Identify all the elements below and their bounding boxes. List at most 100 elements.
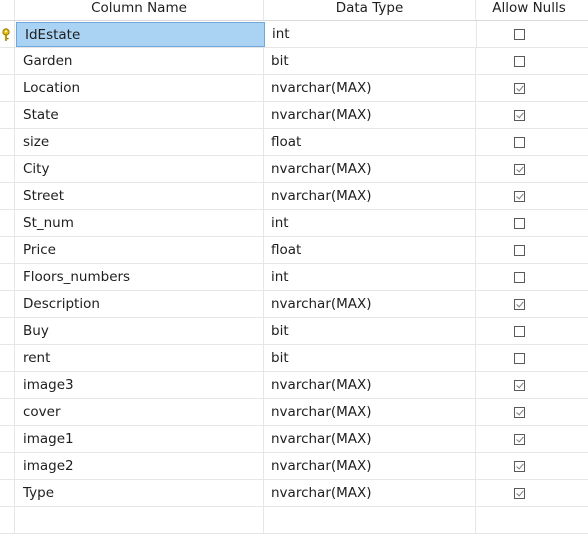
data-type-cell[interactable]: nvarchar(MAX) xyxy=(264,453,476,479)
row-selector[interactable] xyxy=(0,264,15,290)
allow-nulls-checkbox[interactable] xyxy=(513,55,525,67)
data-type-cell[interactable]: bit xyxy=(264,345,476,371)
column-name-cell[interactable]: cover xyxy=(15,399,264,425)
allow-nulls-checkbox[interactable] xyxy=(513,352,525,364)
data-type-cell[interactable]: nvarchar(MAX) xyxy=(264,102,476,128)
data-type-cell[interactable]: float xyxy=(264,237,476,263)
data-type-cell[interactable]: nvarchar(MAX) xyxy=(264,480,476,506)
row-selector[interactable] xyxy=(0,318,15,344)
row-selector[interactable] xyxy=(0,21,15,47)
data-type-cell[interactable]: bit xyxy=(264,48,476,74)
column-name-cell[interactable]: Buy xyxy=(15,318,264,344)
data-type-cell[interactable]: nvarchar(MAX) xyxy=(264,426,476,452)
data-type-cell[interactable]: nvarchar(MAX) xyxy=(264,75,476,101)
column-name-cell[interactable]: image1 xyxy=(15,426,264,452)
data-type-cell[interactable]: int xyxy=(264,210,476,236)
column-name-cell[interactable]: rent xyxy=(15,345,264,371)
row-selector[interactable] xyxy=(0,291,15,317)
data-type-cell[interactable]: nvarchar(MAX) xyxy=(264,291,476,317)
allow-nulls-header[interactable]: Allow Nulls xyxy=(492,0,566,16)
allow-nulls-cell xyxy=(476,426,588,452)
allow-nulls-checkbox[interactable] xyxy=(513,325,525,337)
column-name-header[interactable]: Column Name xyxy=(15,0,264,20)
column-name-cell[interactable]: Description xyxy=(15,291,264,317)
allow-nulls-checkbox[interactable] xyxy=(513,271,525,283)
column-name-cell[interactable]: Type xyxy=(15,480,264,506)
column-name-cell[interactable]: St_num xyxy=(15,210,264,236)
column-name-cell[interactable]: IdEstate xyxy=(16,22,265,47)
data-type-cell[interactable]: bit xyxy=(264,318,476,344)
row-selector[interactable] xyxy=(0,102,15,128)
row-selector[interactable] xyxy=(0,426,15,452)
table-row-new[interactable] xyxy=(0,507,588,534)
row-selector[interactable] xyxy=(0,75,15,101)
column-name-cell[interactable]: Location xyxy=(15,75,264,101)
row-selector[interactable] xyxy=(0,183,15,209)
allow-nulls-checkbox[interactable] xyxy=(513,217,525,229)
column-name-cell[interactable]: State xyxy=(15,102,264,128)
allow-nulls-checkbox[interactable] xyxy=(514,28,525,40)
allow-nulls-checkbox[interactable] xyxy=(513,109,525,121)
column-name-cell[interactable]: image2 xyxy=(15,453,264,479)
allow-nulls-checkbox[interactable] xyxy=(513,190,525,202)
data-type-cell[interactable]: nvarchar(MAX) xyxy=(264,372,476,398)
allow-nulls-checkbox[interactable] xyxy=(513,244,525,256)
allow-nulls-checkbox[interactable] xyxy=(513,298,525,310)
data-type-cell[interactable]: float xyxy=(264,129,476,155)
row-selector[interactable] xyxy=(0,399,15,425)
column-name-cell[interactable]: City xyxy=(15,156,264,182)
allow-nulls-cell xyxy=(476,183,588,209)
allow-nulls-checkbox[interactable] xyxy=(513,379,525,391)
data-type-cell[interactable]: nvarchar(MAX) xyxy=(264,399,476,425)
allow-nulls-checkbox[interactable] xyxy=(513,406,525,418)
column-name-cell[interactable]: size xyxy=(15,129,264,155)
data-type-header[interactable]: Data Type xyxy=(264,0,476,20)
allow-nulls-checkbox[interactable] xyxy=(513,460,525,472)
allow-nulls-checkbox[interactable] xyxy=(513,487,525,499)
row-selector[interactable] xyxy=(0,372,15,398)
row-selector[interactable] xyxy=(0,345,15,371)
row-selector[interactable] xyxy=(0,48,15,74)
row-selector[interactable] xyxy=(0,480,15,506)
row-selector[interactable] xyxy=(0,453,15,479)
allow-nulls-cell xyxy=(476,399,588,425)
column-name-cell[interactable]: image3 xyxy=(15,372,264,398)
allow-nulls-checkbox[interactable] xyxy=(513,136,525,148)
row-selector[interactable] xyxy=(0,237,15,263)
row-selector[interactable] xyxy=(0,210,15,236)
row-selector[interactable] xyxy=(0,129,15,155)
data-type-cell[interactable]: nvarchar(MAX) xyxy=(264,183,476,209)
data-type-cell[interactable]: int xyxy=(265,21,477,47)
allow-nulls-checkbox[interactable] xyxy=(513,433,525,445)
column-name-cell[interactable]: Garden xyxy=(15,48,264,74)
column-name-cell[interactable]: Floors_numbers xyxy=(15,264,264,290)
allow-nulls-cell xyxy=(476,318,588,344)
column-name-cell[interactable]: Price xyxy=(15,237,264,263)
allow-nulls-cell xyxy=(476,480,588,506)
data-type-cell[interactable]: int xyxy=(264,264,476,290)
column-name-cell[interactable]: Street xyxy=(15,183,264,209)
allow-nulls-checkbox[interactable] xyxy=(513,163,525,175)
row-selector[interactable] xyxy=(0,156,15,182)
data-type-cell[interactable]: nvarchar(MAX) xyxy=(264,156,476,182)
allow-nulls-cell xyxy=(476,264,588,290)
allow-nulls-checkbox[interactable] xyxy=(513,82,525,94)
